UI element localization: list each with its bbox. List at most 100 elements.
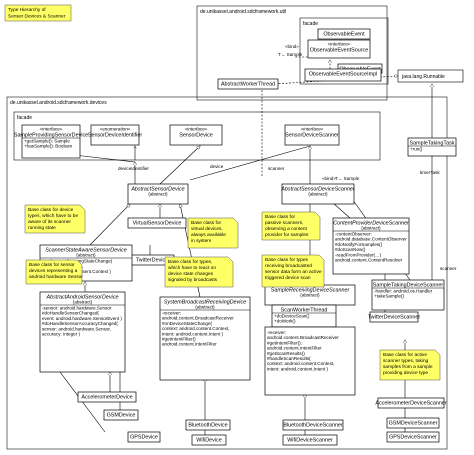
class-name: GSMDeviceScanner bbox=[389, 421, 438, 427]
class-name: AccelerometerDeviceScanner bbox=[375, 401, 447, 407]
class-member: intent: android.content.Intent ) bbox=[162, 331, 224, 336]
class-virtual-sensor-device: VirtualSensorDevice bbox=[127, 217, 187, 229]
class-scan-worker-thread: ScanWorkerThread+doDeviceScan()+doWork() bbox=[271, 304, 337, 328]
class-member: +takeSample() bbox=[374, 294, 404, 299]
svg-text:timerTask: timerTask bbox=[420, 170, 440, 175]
note-line: sensor data form an active bbox=[265, 269, 322, 275]
package-util-facade-label: facade bbox=[303, 21, 318, 27]
class-name: ScannerStateAwareSensorDevice bbox=[45, 248, 126, 254]
class-name: SampleReceivingDeviceScanner bbox=[271, 288, 350, 294]
class-member: #getIntentFilter(): bbox=[267, 340, 302, 345]
class-name: ObservableEventSourceImpl bbox=[309, 72, 378, 78]
svg-text:scanner: scanner bbox=[268, 166, 285, 171]
class-sample-providing-sensor-device: «interface»SampleProvidingSensorDevice+g… bbox=[14, 124, 88, 159]
class-name: AccelerometerDevice bbox=[81, 395, 132, 401]
class-sensor-device: «interface»SensorDevice bbox=[169, 124, 223, 146]
svg-text:deviceIdentifier: deviceIdentifier bbox=[118, 166, 149, 171]
note-line: provider for samples bbox=[265, 232, 309, 238]
class-name: SensorDeviceIdentifier bbox=[88, 133, 142, 139]
note-line: running state bbox=[28, 225, 56, 231]
class-stereotype: «interface» bbox=[301, 127, 324, 132]
class-member: event: android.hardware.SensorEvent ) bbox=[42, 316, 122, 321]
class-name: AbstractWorkerThread bbox=[221, 82, 275, 88]
class-stereotype: «interface» bbox=[328, 42, 351, 47]
class-observable-event-source: «interface»ObservableEventSource bbox=[307, 39, 371, 59]
class-member: -readFromProvider(…) bbox=[335, 252, 382, 257]
class-name: ObservableEvent bbox=[323, 32, 365, 38]
note-line: device state changes bbox=[168, 271, 214, 277]
class-gpsdevice: GPSDevice bbox=[127, 431, 161, 443]
class-gsmdevice: GSMDevice bbox=[103, 409, 139, 421]
class-name: SampleTakingTask bbox=[410, 141, 455, 147]
class-observable-event: ObservableEvent bbox=[317, 28, 371, 40]
note-line: Base class for sensor bbox=[29, 262, 75, 268]
class-member: intent: android.content.Intent ) bbox=[267, 366, 329, 371]
note-line: which have to react on bbox=[168, 265, 216, 271]
class-abstract-android-sensor-device: AbstractAndroidSensorDevice{abstract}-se… bbox=[39, 291, 126, 373]
class-name: AbstractSensorDevice bbox=[130, 187, 184, 193]
class-gpsdevice-scanner: GPSDeviceScanner bbox=[386, 431, 440, 443]
class-member: android.content.IntentFilter bbox=[267, 346, 322, 351]
class-abstract-tag: {abstract} bbox=[308, 192, 328, 197]
class-sample-receiving-device-scanner: SampleReceivingDeviceScanner{abstract} bbox=[264, 284, 356, 306]
class-member: android.content.BroadcastReceiver bbox=[267, 335, 339, 340]
class-member: -sensor: android.hardware.Sensor bbox=[42, 306, 112, 311]
class-stereotype: «interface» bbox=[185, 127, 208, 132]
svg-text:device: device bbox=[210, 164, 224, 169]
class-wifi-device: WifiDevice bbox=[191, 434, 227, 446]
svg-text:java.lang.Runnable: java.lang.Runnable bbox=[401, 74, 445, 80]
package-util: de.unikassel.android.sdcframework.util f… bbox=[196, 5, 389, 101]
note-line: Base class for types, bbox=[168, 259, 212, 265]
class-abstract-tag: {abstract} bbox=[361, 226, 381, 231]
class-member: sensor: android.hardware.Sensor, bbox=[42, 326, 111, 331]
note-line: types, which have to be bbox=[28, 213, 78, 219]
class-name: SampleTakingDeviceScanner bbox=[373, 283, 444, 289]
class-abstract-sensor-device: AbstractSensorDevice{abstract} bbox=[127, 183, 189, 205]
class-member: +doDeviceScan() bbox=[274, 314, 310, 319]
note-line: android hardware Sensor bbox=[29, 274, 83, 280]
svg-text:Sensor Devices & Scanner: Sensor Devices & Scanner bbox=[8, 14, 66, 20]
title-note: Type Hierarchy of Sensor Devices & Scann… bbox=[4, 4, 72, 22]
class-bluetooth-device: BluetoothDevice bbox=[185, 419, 231, 431]
class-member: accuracy: Integer ) bbox=[42, 332, 81, 337]
class-abstract-sensor-device-scanner: AbstractSensorDeviceScanner{abstract} bbox=[280, 183, 355, 205]
class-member: android.content.ContentResolver bbox=[335, 258, 403, 263]
class-observable-event-source-impl: ObservableEventSourceImpl bbox=[304, 68, 382, 82]
note-line: receiving broadcasted bbox=[265, 263, 312, 269]
class-name: VirtualSensorDevice bbox=[133, 221, 182, 227]
note-line: providing device type bbox=[383, 370, 428, 376]
class-name: SensorDevice bbox=[179, 133, 213, 139]
class-member: #getScanResults() bbox=[267, 351, 305, 356]
classes: ObservableEvent«interface»ObservableEven… bbox=[14, 28, 457, 446]
class-member: +doWork() bbox=[274, 319, 296, 324]
note-broadcast-devices: Base class for types,which have to react… bbox=[164, 256, 234, 288]
class-member: +run() bbox=[410, 147, 423, 152]
class-abstract-worker-thread: AbstractWorkerThread bbox=[217, 78, 279, 90]
note-line: passive scanners, bbox=[265, 220, 303, 226]
class-member: -receiver: bbox=[162, 311, 181, 316]
class-name: SensorDeviceScanner bbox=[285, 133, 339, 139]
class-name: GPSDeviceScanner bbox=[389, 435, 437, 441]
note-line: samples from a sample bbox=[383, 364, 433, 370]
class-member: #doScanNow() bbox=[335, 247, 366, 252]
class-name: SystemBroadcastReceivingDevice bbox=[164, 300, 246, 306]
class-system-broadcast-receiving-device: SystemBroadcastReceivingDevice{abstract}… bbox=[159, 296, 251, 381]
class-member: -handler: android.os.Handler bbox=[374, 289, 433, 294]
class-abstract-tag: {abstract} bbox=[148, 192, 168, 197]
note-line: devices representing a bbox=[29, 268, 78, 274]
class-member: #handleScanResults( bbox=[267, 356, 311, 361]
class-member: android.content.IntentFilter bbox=[162, 342, 217, 347]
class-name: AbstractSensorDeviceScanner bbox=[280, 187, 355, 193]
svg-text:T→ Sample: T→ Sample bbox=[278, 52, 303, 57]
class-stereotype: «enumeration» bbox=[100, 127, 131, 132]
note-line: in system bbox=[191, 238, 211, 244]
class-member: -receiver: bbox=[267, 330, 286, 335]
class-abstract-tag: {abstract} bbox=[73, 300, 93, 305]
svg-text:scanner: scanner bbox=[440, 266, 457, 271]
class-name: ContentProviderDeviceScanner bbox=[333, 221, 409, 227]
